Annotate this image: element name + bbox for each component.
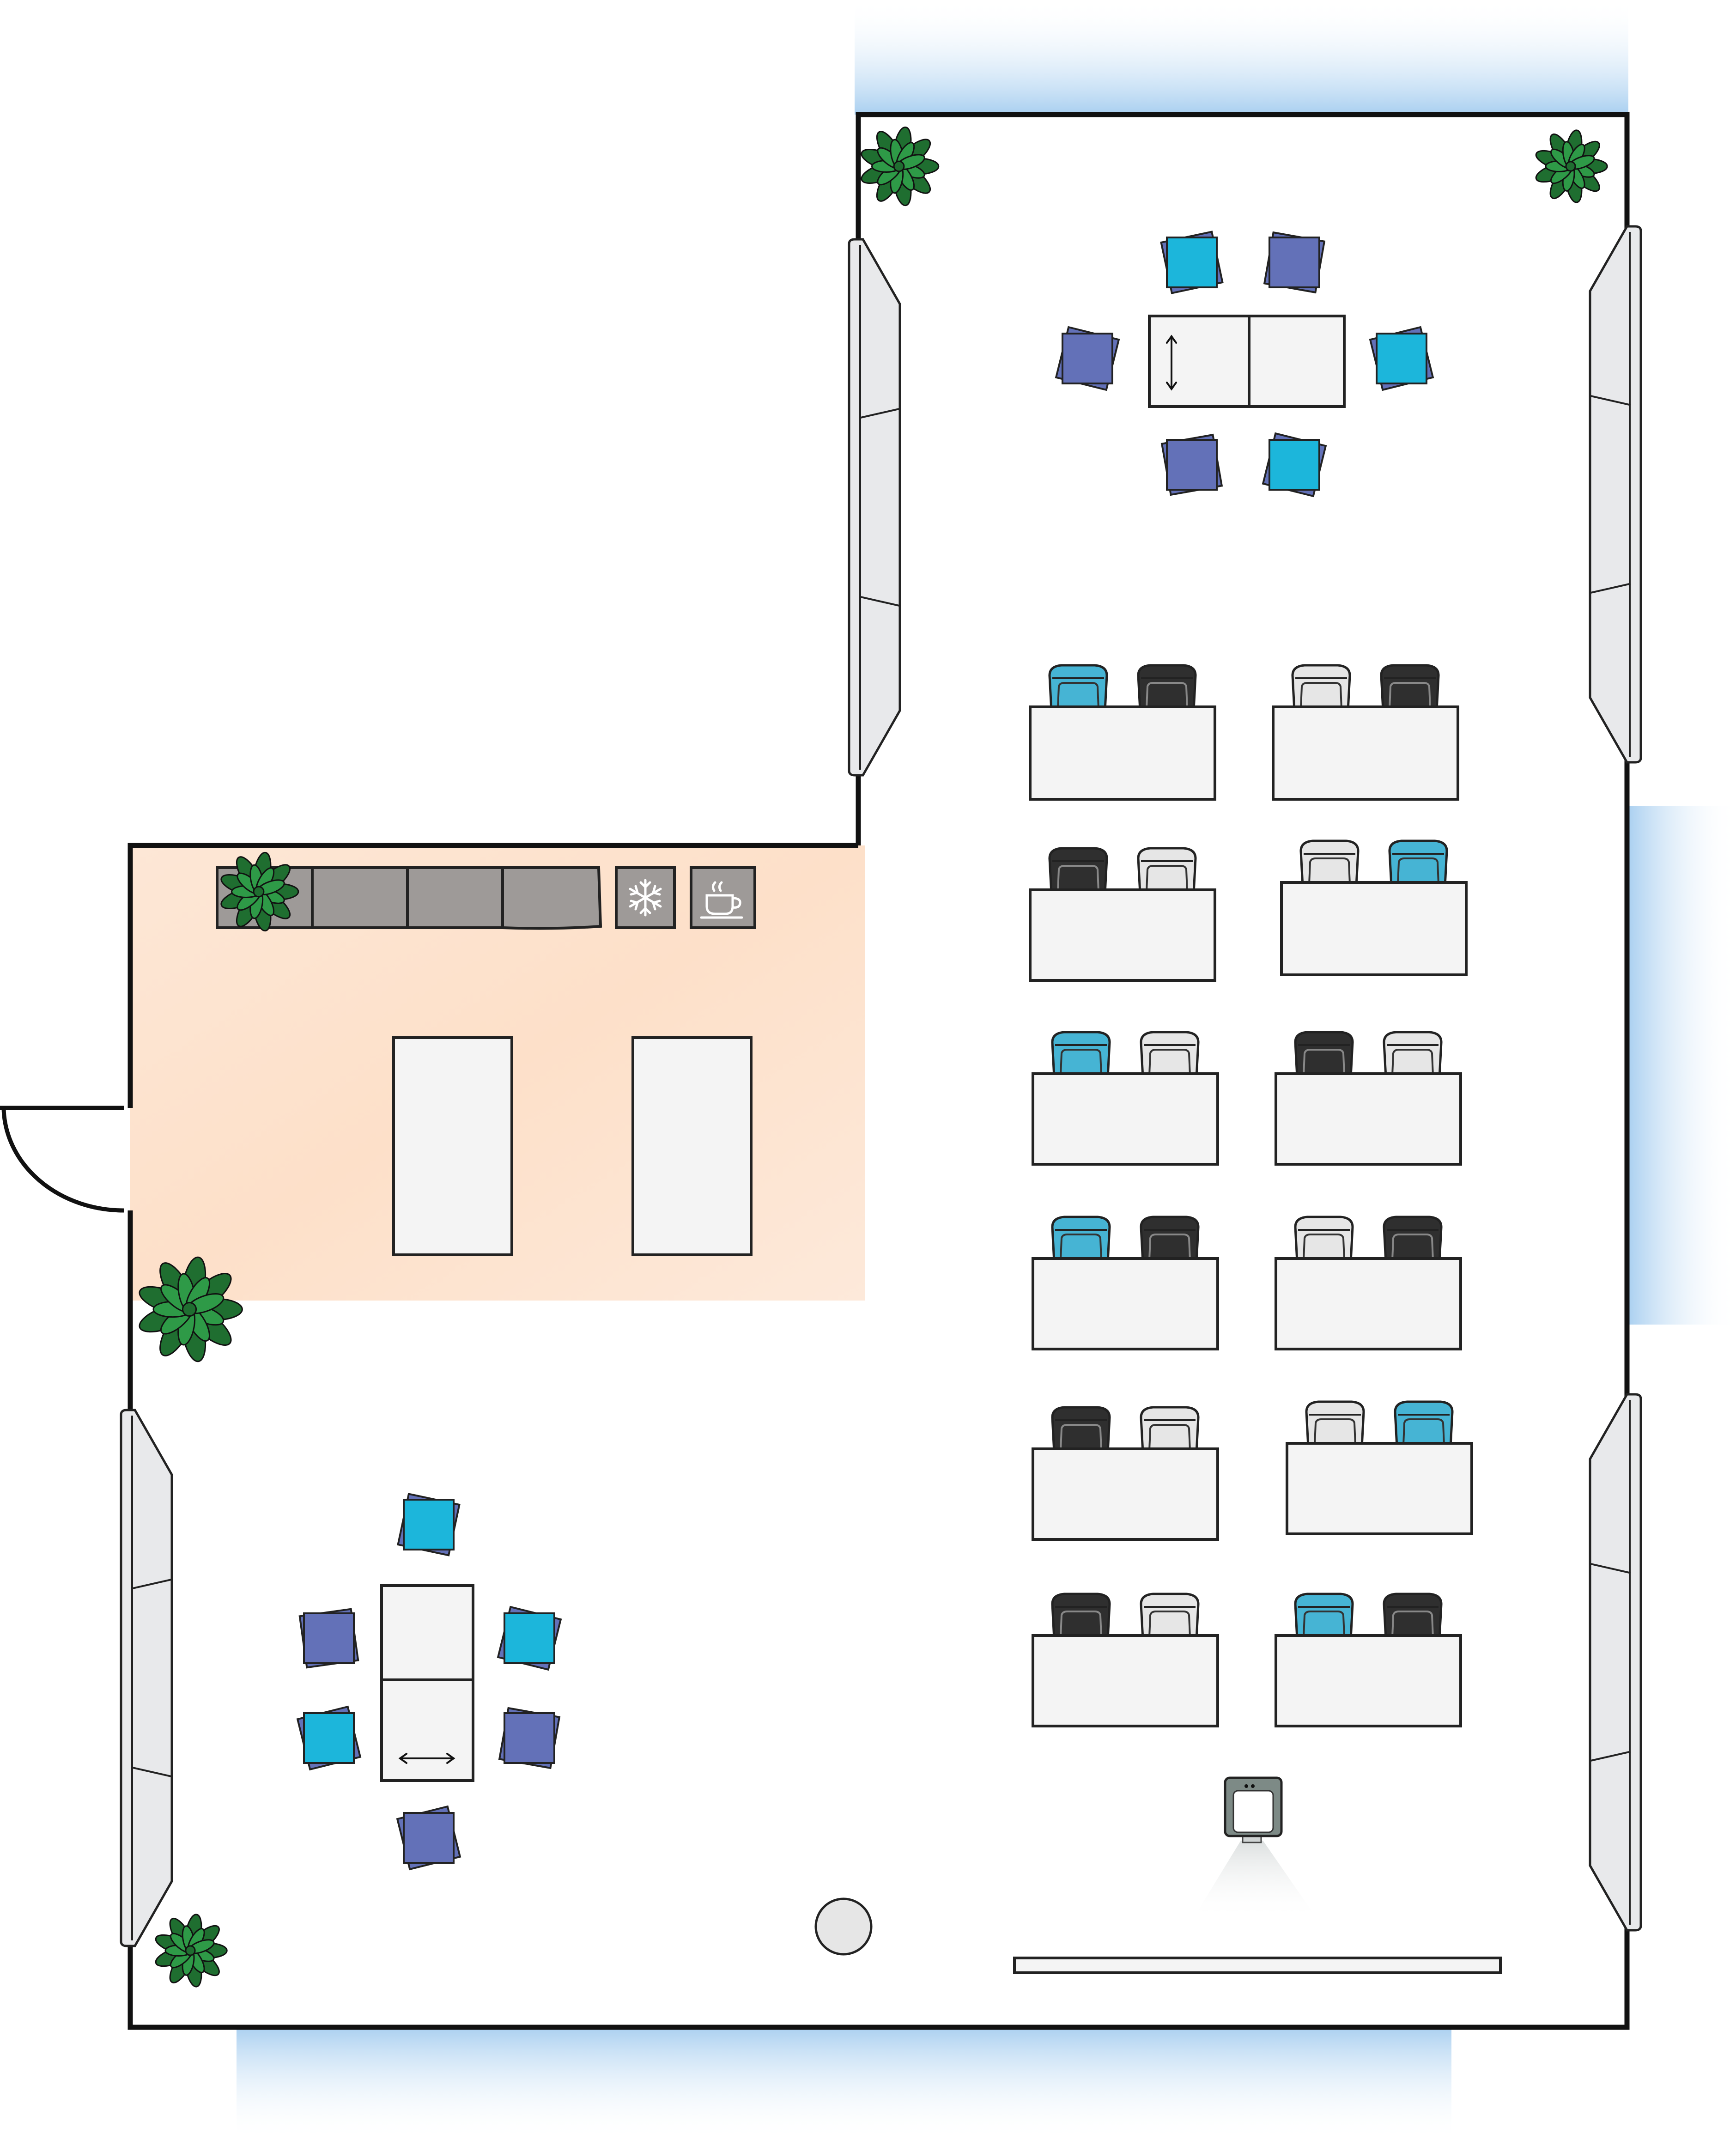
coffee-cup-icon <box>700 881 743 919</box>
potted-plant-icon <box>220 851 299 932</box>
meeting-chair <box>396 1805 461 1871</box>
meeting-table-left <box>380 1584 474 1782</box>
classroom-desk <box>1032 1406 1219 1541</box>
meeting-chair <box>498 1707 561 1769</box>
round-column <box>814 1897 873 1956</box>
double-arrow-vertical-icon <box>1166 334 1177 391</box>
snowflake-icon <box>629 879 662 917</box>
classroom-desk <box>1032 1031 1219 1166</box>
sofa <box>1589 1393 1642 1932</box>
entrance-door[interactable] <box>0 1106 124 1213</box>
classroom-desk <box>1272 664 1459 801</box>
kitchen-table-2 <box>631 1036 753 1256</box>
plants <box>139 126 1608 1988</box>
classroom-desk <box>1275 1031 1462 1166</box>
classroom-desk <box>1275 1593 1462 1727</box>
potted-plant-icon <box>155 1914 228 1988</box>
meeting-chair <box>1055 326 1120 391</box>
fridge <box>615 866 676 929</box>
meeting-chair <box>1369 326 1434 391</box>
meeting-chair <box>1160 433 1223 496</box>
classroom-desk <box>1029 664 1216 801</box>
classroom-desk <box>1029 847 1216 982</box>
kitchen-counter <box>216 866 602 930</box>
meeting-chair <box>298 1608 359 1669</box>
meeting-chair <box>1263 231 1326 294</box>
window-glow-right <box>1627 806 1736 1325</box>
potted-plant-icon <box>1535 129 1608 203</box>
meeting-chair <box>497 1605 562 1671</box>
coffee-machine <box>690 866 756 929</box>
meeting-chair <box>1160 231 1224 294</box>
window-glow-bottom <box>237 2026 1451 2140</box>
potted-plant-icon <box>139 1256 243 1362</box>
sofa <box>120 1409 173 1947</box>
kitchen-table-1 <box>392 1036 513 1256</box>
double-arrow-horizontal-icon <box>398 1753 455 1764</box>
sofa <box>848 238 901 777</box>
meeting-chair <box>1262 432 1327 498</box>
sofa <box>1589 225 1642 764</box>
window-glow-top <box>855 0 1628 115</box>
classroom-desks <box>1029 664 1473 1727</box>
meeting-chairs <box>296 231 1434 1871</box>
classroom-desk <box>1275 1216 1462 1350</box>
projector <box>1193 1776 1317 1919</box>
projection-screen <box>1013 1957 1502 1974</box>
classroom-desk <box>1032 1216 1219 1350</box>
classroom-desk <box>1286 1400 1473 1535</box>
potted-plant-icon <box>861 126 940 207</box>
meeting-chair <box>397 1493 461 1556</box>
meeting-table-top <box>1148 315 1346 408</box>
classroom-desk <box>1032 1593 1219 1727</box>
meeting-chair <box>296 1705 362 1771</box>
classroom-desk <box>1280 839 1468 976</box>
sofas <box>120 225 1642 1947</box>
